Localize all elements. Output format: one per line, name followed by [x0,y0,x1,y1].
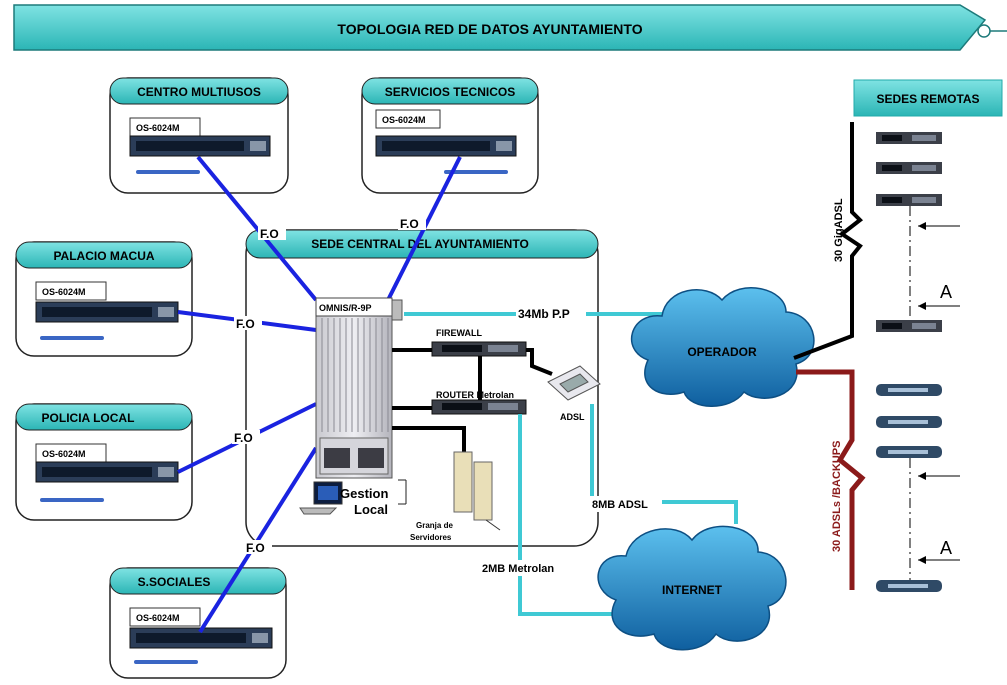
servers-label-1: Granja de [416,521,453,530]
fo-label: F.O [236,317,255,331]
remote-title: SEDES REMOTAS [876,92,979,106]
adsl-label: ADSL [560,412,585,422]
firewall-label: FIREWALL [436,328,482,338]
site-servicios-tecnicos: SERVICIOS TECNICOS OS-6024M [361,77,539,194]
gestion-label-1: Gestion [340,486,388,501]
central-site-label: SEDE CENTRAL DEL AYUNTAMIENTO [311,237,529,251]
device-label: OS-6024M [136,613,180,623]
server-icon [473,461,493,521]
remote-router-icon [876,320,942,332]
adsl-backup-label: 30 ADSLs /BACKUPS [831,441,843,552]
core-switch-label: OMNIS/R-9P [319,303,372,313]
wan-labels: 34Mb P.P 8MB ADSL 2MB Metrolan [480,306,662,576]
link-adsl-label: 8MB ADSL [592,499,648,511]
device-label: OS-6024M [382,115,426,125]
link-pp-label: 34Mb P.P [518,307,570,321]
site-policia-local: POLICIA LOCAL OS-6024M [15,403,193,521]
cloud-icon [597,525,787,651]
modem-icon [876,446,942,458]
site-name: CENTRO MULTIUSOS [137,85,261,99]
operador-cloud: OPERADOR [631,287,815,407]
operador-label: OPERADOR [687,345,757,359]
internal-links [392,348,553,452]
server-icon [453,451,473,513]
site-name: SERVICIOS TECNICOS [385,85,515,99]
core-switch: OMNIS/R-9P [315,297,403,479]
device-label: OS-6024M [136,123,180,133]
site-s-sociales: S.SOCIALES OS-6024M [109,567,287,679]
fo-label: F.O [234,431,253,445]
router-label: ROUTER Metrolan [436,390,514,400]
remote-router-icon [876,194,942,206]
fo-label: F.O [400,217,419,231]
gestion-label-2: Local [354,502,388,517]
pin-icon [977,24,991,38]
marker-a: A [940,538,952,558]
gig-label: 30 GigADSL [833,198,845,262]
title-banner: TOPOLOGIA RED DE DATOS AYUNTAMIENTO [13,4,1007,51]
gestion-local: Gestion Local [299,479,407,517]
page-title: TOPOLOGIA RED DE DATOS AYUNTAMIENTO [337,21,642,37]
internet-cloud: INTERNET [597,525,787,651]
modem-icon [876,580,942,592]
site-name: PALACIO MACUA [53,249,154,263]
fo-label: F.O [260,227,279,241]
modem-icon [876,416,942,428]
site-name: POLICIA LOCAL [42,411,135,425]
site-name: S.SOCIALES [138,575,211,589]
fiber-labels: F.O F.O F.O F.O F.O [232,216,426,555]
remote-sites: SEDES REMOTAS 30 GigADSL A 30 ADSLs /BAC… [793,79,1003,592]
internet-label: INTERNET [662,583,723,597]
device-label: OS-6024M [42,449,86,459]
remote-router-icon [876,132,942,144]
modem-icon [876,384,942,396]
adsl-modem: ADSL [547,365,601,422]
marker-a: A [940,282,952,302]
fo-label: F.O [246,541,265,555]
site-centro-multiusos: CENTRO MULTIUSOS OS-6024M [109,77,289,194]
link-metrolan-label: 2MB Metrolan [482,563,554,575]
remote-router-icon [876,162,942,174]
site-palacio-macua: PALACIO MACUA OS-6024M [15,241,193,357]
server-farm: Granja de Servidores [410,451,501,542]
cloud-icon [631,287,815,407]
device-label: OS-6024M [42,287,86,297]
servers-label-2: Servidores [410,533,452,542]
